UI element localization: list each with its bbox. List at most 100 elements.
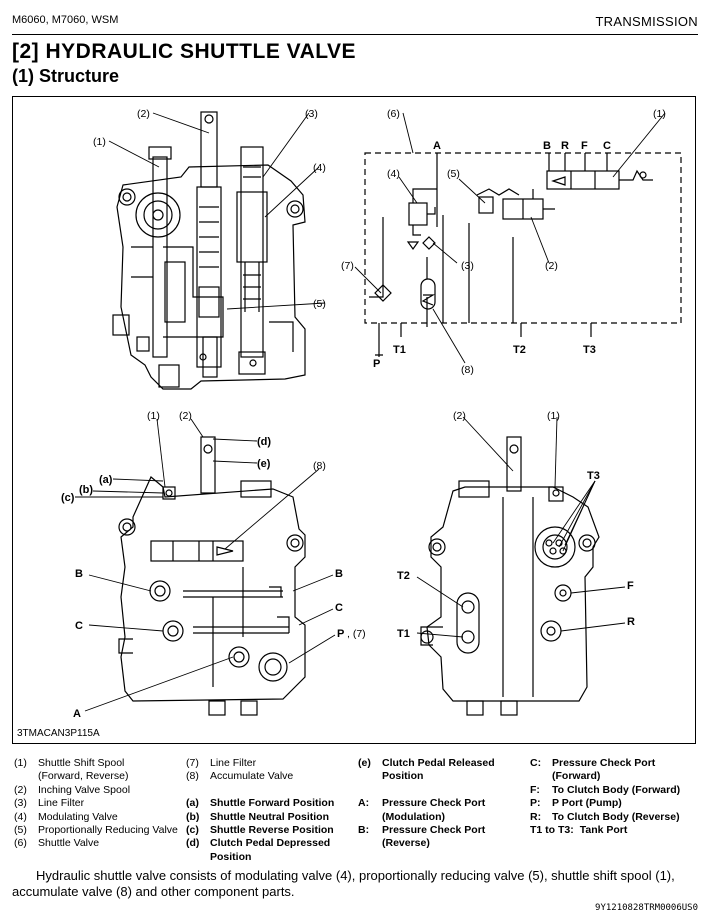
legend-item: (6) Shuttle Valve (14, 837, 178, 850)
header-section: TRANSMISSION (595, 14, 698, 29)
legend-value: (Modulation) (382, 810, 445, 823)
legend-column-4: C: Pressure Check Port (Forward) F: To Clu… (530, 757, 680, 837)
rear-port-t1: T1 (397, 628, 410, 640)
legend-key: (b) (186, 810, 200, 823)
legend-key: R: (530, 810, 542, 823)
legend-key: (7) (186, 757, 199, 769)
legend-value: Pressure Check Port (552, 757, 656, 769)
legend-value: Inching Valve Spool (38, 783, 131, 796)
top-left-valve-drawing (112, 111, 306, 390)
legend-value: Shuttle Neutral Position (210, 810, 330, 823)
legend-value: Line Filter (210, 757, 257, 769)
legend-item: (Forward, Reverse) (14, 770, 178, 783)
rear-port-t3: T3 (587, 470, 600, 482)
schematic-callout-1: (1) (653, 108, 666, 120)
legend-key: A: (358, 797, 370, 810)
front-callout-8: (8) (313, 460, 326, 472)
legend-item: P: P Port (Pump) (530, 797, 680, 810)
legend-item: (3) Line Filter (14, 797, 178, 810)
legend-item: A: Pressure Check Port (358, 797, 495, 810)
legend-item: B:Pressure Check Port (358, 824, 495, 837)
schematic-callout-4: (4) (387, 168, 400, 180)
legend-column-2: (7)Line Filter (8)Accumulate Valve (a)Sh… (186, 757, 334, 864)
legend-value: Shuttle Reverse Position (210, 824, 334, 837)
callout-1: (1) (93, 136, 106, 148)
schematic-callout-8: (8) (461, 364, 474, 376)
description-paragraph: Hydraulic shuttle valve consists of modu… (12, 868, 675, 899)
legend-item: (5)Proportionally Reducing Valve (14, 824, 178, 837)
legend-item: (e)Clutch Pedal Released (358, 757, 495, 770)
legend-item: C: Pressure Check Port (530, 757, 680, 770)
front-callout-2: (2) (179, 410, 192, 422)
callout-5: (5) (313, 298, 326, 310)
schematic-callout-2: (2) (545, 260, 558, 272)
front-callout-d: (d) (257, 436, 271, 448)
port-p-label: P (373, 358, 380, 370)
port-b-label: B (543, 140, 551, 152)
front-port-a: A (73, 708, 81, 720)
legend-key: (a) (186, 797, 199, 810)
legend-item: (7) Line Filter (186, 757, 334, 770)
legend-key: (1) (14, 757, 27, 769)
legend-item: (Reverse) (358, 837, 495, 850)
header-models: M6060, M7060, WSM (12, 14, 119, 26)
port-t3-label: T3 (583, 344, 596, 356)
port-f-label: F (581, 140, 588, 152)
legend-value: To Clutch Body (Reverse) (552, 810, 680, 823)
legend-item: R: To Clutch Body (Reverse) (530, 811, 680, 824)
legend-value: Shuttle Forward Position (210, 797, 335, 810)
legend-value: Pressure Check Port (382, 824, 486, 837)
legend-key: F: (530, 783, 540, 796)
legend-value: Position (382, 770, 424, 783)
legend-item: (c) Shuttle Reverse Position (186, 824, 334, 837)
legend-spacer (186, 784, 334, 797)
legend-spacer (358, 784, 495, 797)
legend-value: Shuttle Valve (38, 837, 100, 850)
hydraulic-schematic (364, 152, 682, 357)
structure-drawings: (1) (2) (3) (4) (5) (6) (1) (4) (5) (3) … (61, 108, 682, 720)
front-port-b-left: B (75, 568, 83, 580)
legend-key: (d) (186, 837, 200, 850)
leader-lines (75, 112, 666, 712)
rear-view-drawing (420, 436, 600, 716)
legend-key (186, 851, 210, 864)
legend-key: (3) (14, 797, 27, 810)
legend-item: (d)Clutch Pedal Depressed (186, 837, 334, 850)
front-callout-e: (e) (257, 458, 271, 470)
legend-value: Shuttle Shift Spool (38, 757, 125, 769)
legend-value: Proportionally Reducing Valve (38, 824, 178, 837)
header-divider (12, 34, 698, 35)
callout-2: (2) (137, 108, 150, 120)
legend-value: (Reverse) (382, 837, 430, 850)
legend-item: (a) Shuttle Forward Position (186, 797, 334, 810)
rear-port-r: R (627, 616, 635, 628)
legend-value: Line Filter (38, 797, 85, 810)
legend-column-3: (e)Clutch Pedal Released Position A: Pres… (358, 757, 495, 851)
legend-value: Accumulate Valve (210, 770, 294, 783)
legend-value: Pressure Check Port (382, 797, 486, 810)
legend-key: T1 to T3: (530, 824, 574, 837)
legend-key (358, 770, 382, 783)
port-c-label: C (603, 140, 611, 152)
front-port-c-left: C (75, 620, 83, 632)
legend-key: (6) (14, 837, 27, 850)
legend-key: C: (530, 757, 542, 769)
structure-figure: (1) (2) (3) (4) (5) (6) (1) (4) (5) (3) … (12, 96, 696, 744)
legend-value: Position (210, 850, 252, 863)
front-port-b-right: B (335, 568, 343, 580)
legend-key: (c) (186, 824, 199, 837)
front-callout-1: (1) (147, 410, 160, 422)
legend-key (530, 770, 552, 783)
legend-column-1: (1) Shuttle Shift Spool (Forward, Reverse… (14, 757, 178, 851)
legend-value: (Forward, Reverse) (38, 770, 129, 783)
port-r-label: R (561, 140, 569, 152)
schematic-callout-6: (6) (387, 108, 400, 120)
legend-item: (1) Shuttle Shift Spool (14, 757, 178, 770)
legend-key: P: (530, 797, 541, 810)
front-callout-7: , (7) (347, 628, 366, 640)
rear-callout-1: (1) (547, 410, 560, 422)
port-t1-label: T1 (393, 344, 406, 356)
legend-item: (Forward) (530, 770, 680, 783)
legend-item: (Modulation) (358, 811, 495, 824)
legend-value: P Port (Pump) (552, 797, 622, 810)
